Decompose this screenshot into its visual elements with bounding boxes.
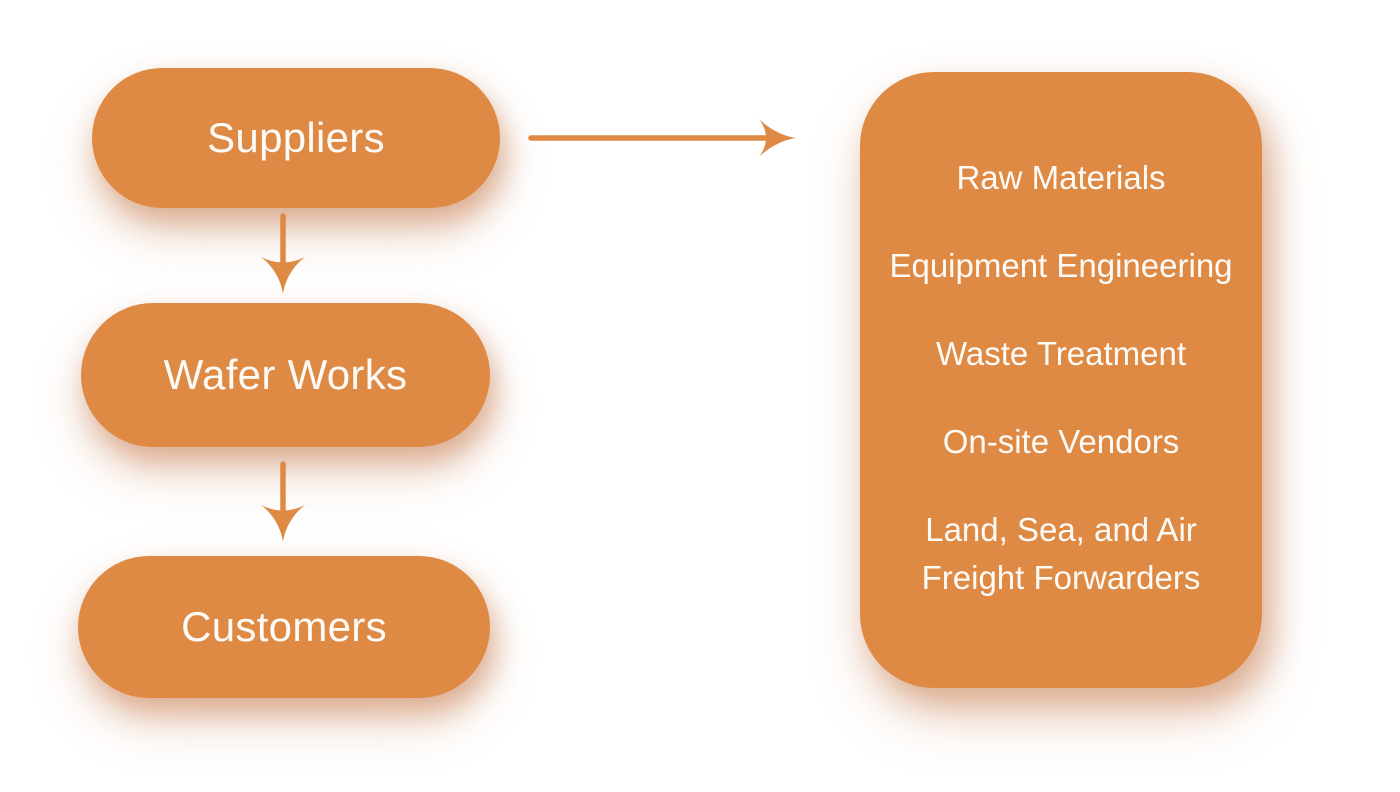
side-panel: Raw Materials Equipment Engineering Wast… — [860, 72, 1262, 688]
arrow-right-icon — [528, 119, 796, 157]
panel-item-on-site-vendors: On-site Vendors — [942, 423, 1180, 460]
node-wafer-works-label: Wafer Works — [163, 351, 408, 398]
node-wafer-works: Wafer Works — [81, 303, 490, 447]
side-panel-items: Raw Materials Equipment Engineering Wast… — [860, 72, 1262, 602]
node-customers-label: Customers — [181, 603, 387, 650]
node-suppliers-label: Suppliers — [207, 114, 385, 161]
panel-item-equipment-engineering: Equipment Engineering — [889, 247, 1233, 284]
node-suppliers: Suppliers — [92, 68, 500, 208]
arrow-down-icon — [261, 213, 305, 294]
panel-item-raw-materials: Raw Materials — [956, 159, 1166, 196]
arrow-down-icon — [261, 461, 305, 542]
panel-item-waste-treatment: Waste Treatment — [935, 335, 1187, 372]
panel-item-freight-forwarders: Land, Sea, and Air Freight Forwarders — [921, 511, 1201, 596]
node-customers: Customers — [78, 556, 490, 698]
